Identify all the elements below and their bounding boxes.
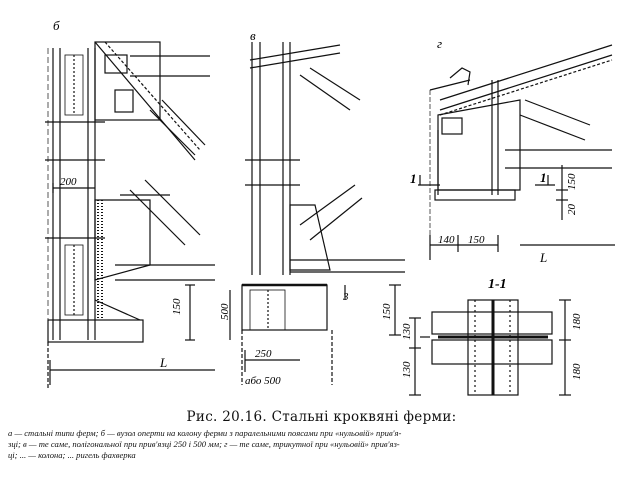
panel-b-drawing	[45, 41, 215, 390]
section-mark-left: 1	[410, 171, 417, 186]
section-title: 1-1	[488, 277, 507, 292]
dim-b-500: 500	[219, 303, 231, 320]
dim-sec-130b: 130	[401, 361, 413, 378]
legend-line: а — стальні типи ферм; б — вузол оперти …	[8, 428, 402, 438]
dim-sec-130a: 130	[401, 323, 413, 340]
dim-b-200: 200	[60, 176, 77, 188]
legend-line: зці; в — те саме, полігональної при прив…	[8, 439, 400, 449]
panel-v-letter: в	[250, 28, 256, 43]
dim-sec-180a: 180	[571, 313, 583, 330]
dim-v-500alt: або 500	[245, 375, 281, 387]
panel-g-drawing	[418, 44, 615, 260]
dim-sec-180b: 180	[571, 363, 583, 380]
panel-b-letter: б	[53, 18, 60, 33]
dim-g-20: 20	[566, 204, 578, 216]
panel-v-drawing	[229, 42, 405, 385]
dim-b-L: L	[159, 355, 167, 370]
dim-g-150a: 150	[468, 234, 485, 246]
dim-v-250: 250	[255, 348, 272, 360]
section-1-1-drawing	[409, 299, 571, 396]
figure-caption: Рис. 20.16. Стальні кроквяні ферми:	[186, 409, 457, 425]
dim-b-150: 150	[171, 298, 183, 315]
technical-drawing: б в г 1-1 200 150 500 L 250 або 500 3 15…	[45, 18, 615, 396]
dim-v-150: 150	[381, 303, 393, 320]
dim-v-3: 3	[342, 291, 349, 303]
dim-g-150b: 150	[566, 173, 578, 190]
dim-g-140: 140	[438, 234, 455, 246]
figure-legend: а — стальні типи ферм; б — вузол оперти …	[8, 428, 636, 461]
panel-g-letter: г	[437, 36, 442, 51]
legend-line: ці; ... — колона; ... ригель фахверка	[8, 450, 136, 460]
section-mark-right: 1	[540, 170, 547, 185]
dim-g-L: L	[539, 250, 547, 265]
